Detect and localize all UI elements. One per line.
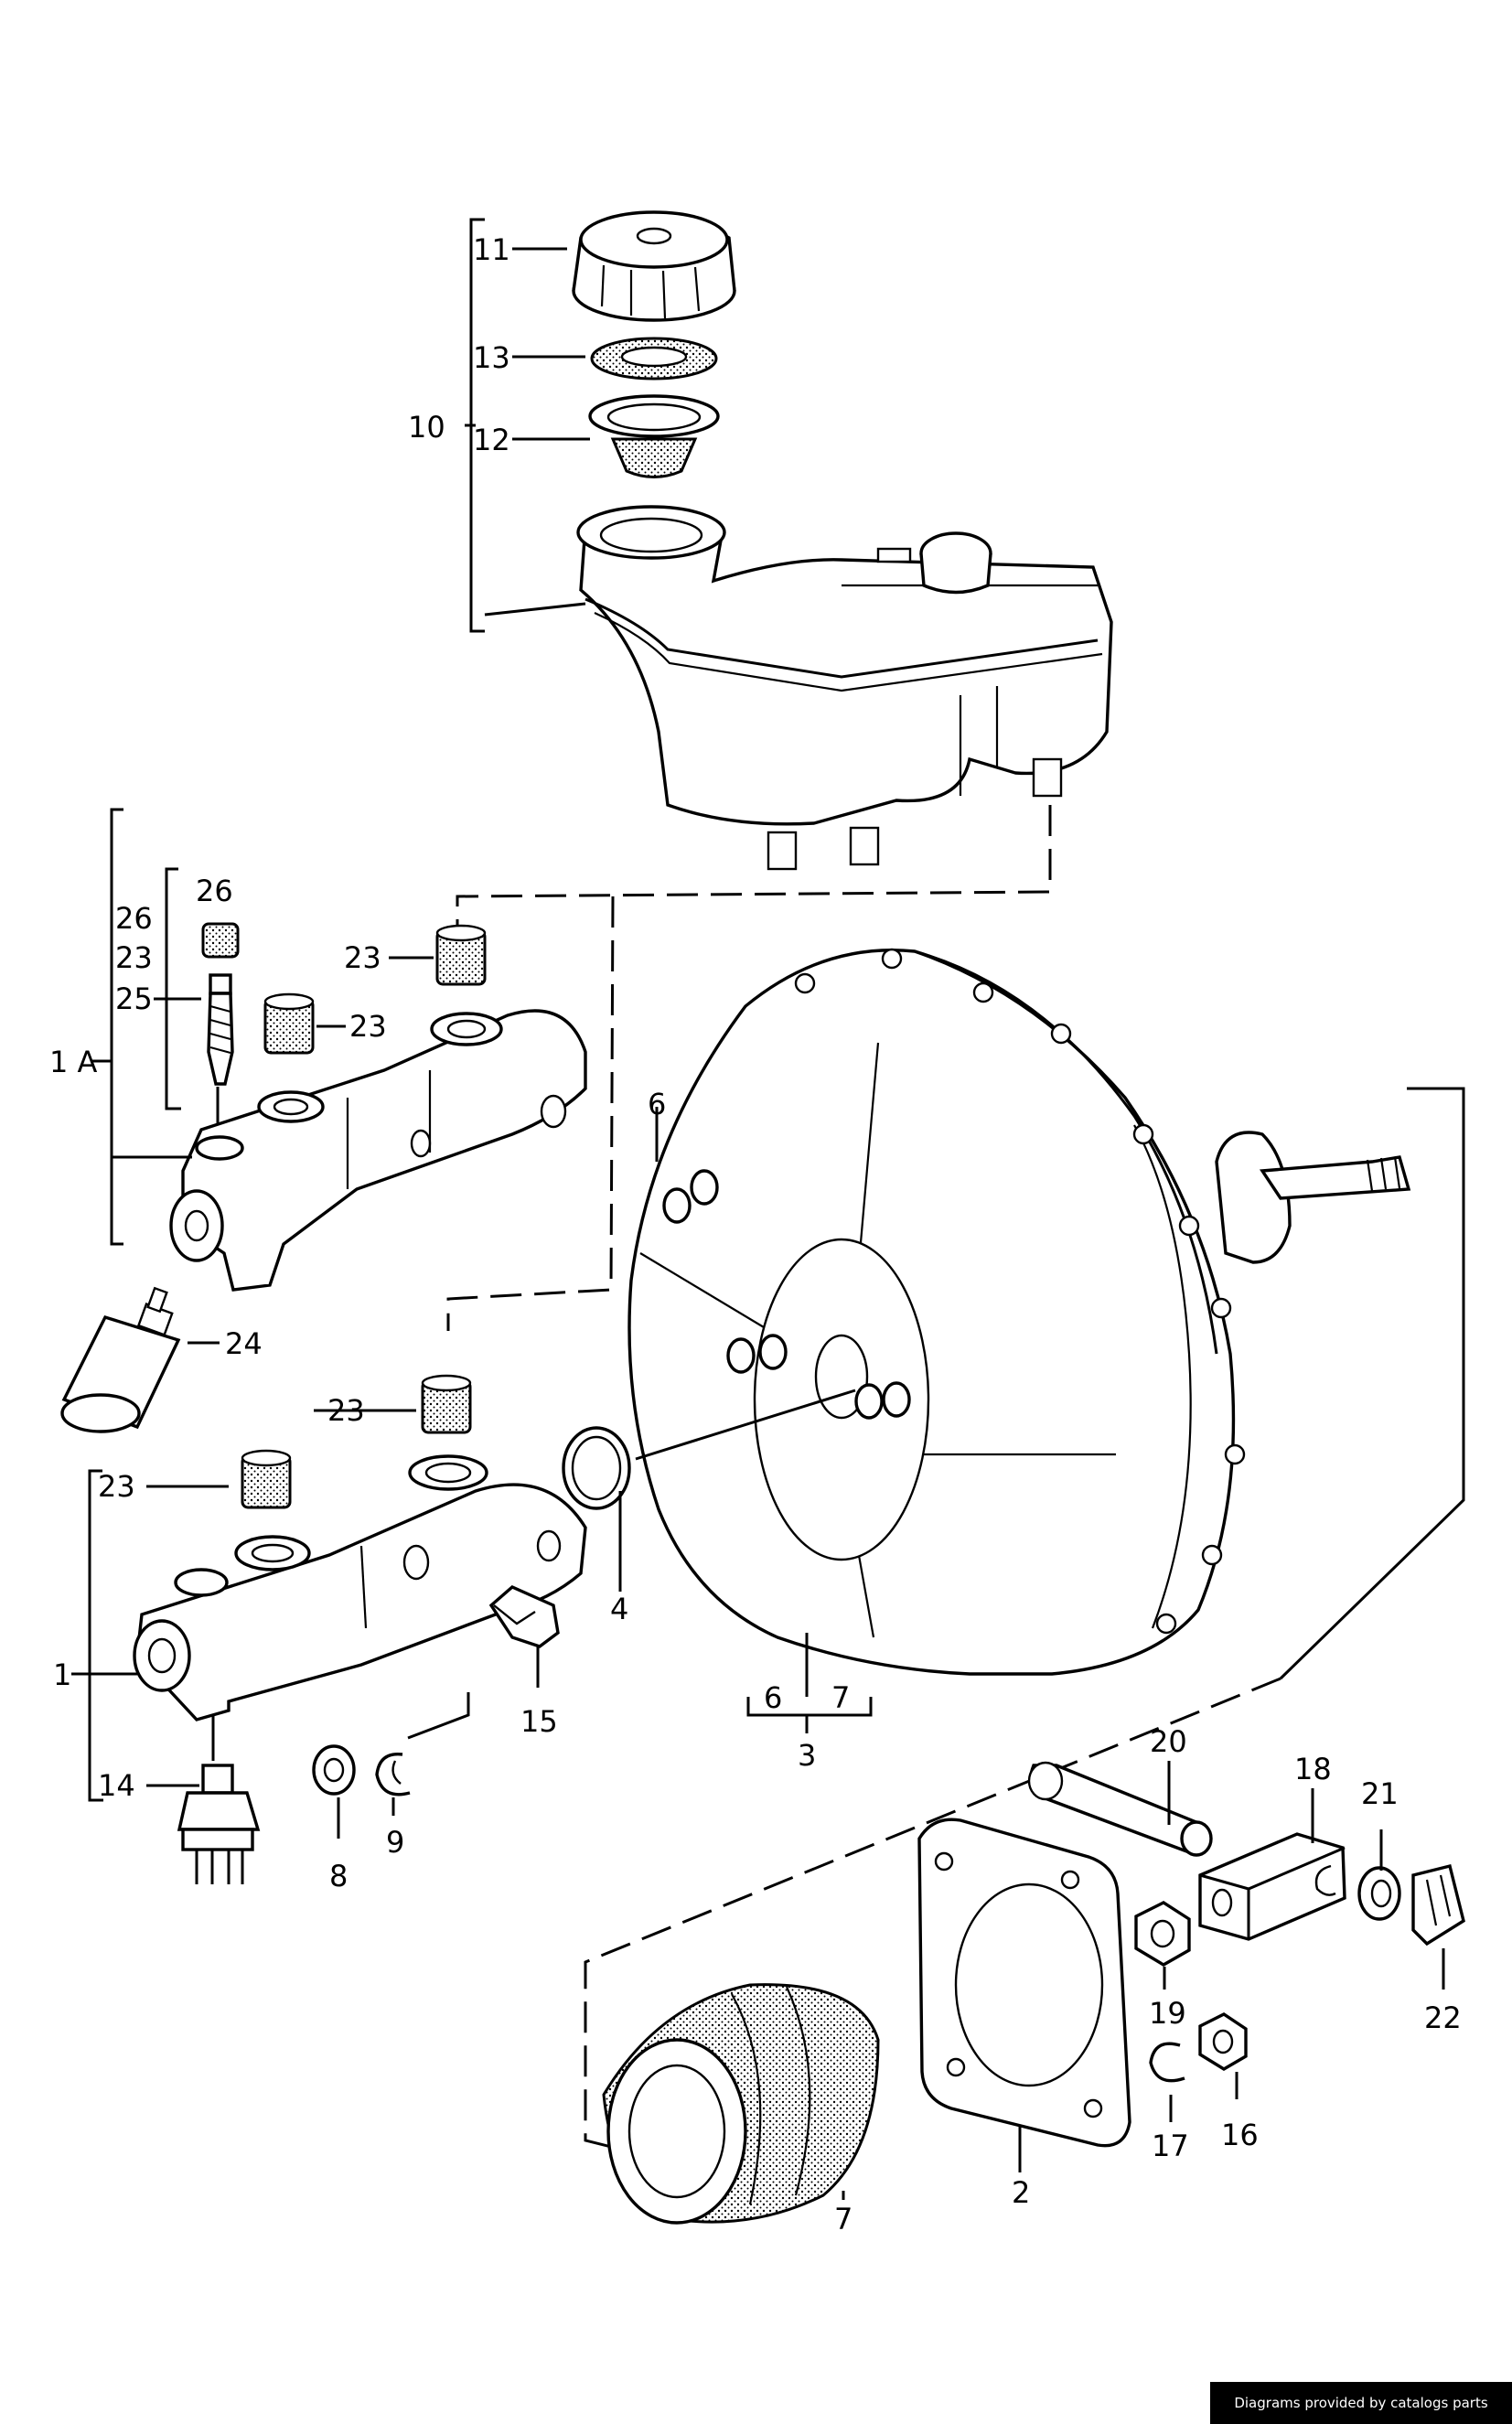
strainer	[588, 394, 720, 478]
nut-19	[1134, 1901, 1191, 1967]
label-10: 10	[408, 410, 445, 445]
nut-8	[312, 1744, 356, 1796]
cap-plug-upper-1	[435, 924, 487, 986]
label-23-upper-1: 23	[344, 940, 381, 975]
clevis-18	[1198, 1832, 1346, 1941]
washer-21	[1357, 1866, 1401, 1921]
label-15: 15	[520, 1704, 558, 1739]
label-4: 4	[610, 1592, 628, 1626]
label-6-upper: 6	[648, 1087, 666, 1121]
label-17: 17	[1152, 2129, 1189, 2163]
clip-22	[1411, 1863, 1465, 1947]
label-14: 14	[98, 1768, 135, 1803]
label-18: 18	[1294, 1752, 1332, 1786]
label-7-upper: 7	[831, 1680, 850, 1715]
label-7-lower: 7	[834, 2202, 853, 2236]
reservoir-cap	[572, 210, 736, 322]
master-cylinder-upper	[169, 1009, 587, 1292]
credit-banner: Diagrams provided by catalogs parts	[1210, 2382, 1512, 2424]
label-21: 21	[1361, 1776, 1399, 1811]
label-26-top: 26	[196, 874, 233, 908]
label-19: 19	[1149, 1996, 1186, 2031]
callout-lines-lower-cylinder	[71, 1409, 540, 1839]
label-24: 24	[225, 1326, 263, 1361]
pressure-switch-24	[60, 1286, 181, 1433]
o-ring-4	[562, 1426, 631, 1510]
label-25: 25	[115, 981, 153, 1016]
reservoir-tank	[576, 505, 1113, 871]
callout-lines-reservoir	[465, 218, 590, 633]
bleeder-valve	[201, 922, 240, 1086]
nut-16	[1198, 2012, 1248, 2071]
gasket-2	[917, 1818, 1131, 2148]
cap-plug-upper-2	[263, 992, 315, 1055]
lock-washer-17	[1149, 2042, 1185, 2083]
label-23-stack: 23	[115, 940, 153, 975]
callout-lines-lower-right	[842, 1761, 1445, 2200]
cap-plug-lower-1	[421, 1374, 472, 1434]
label-26: 26	[115, 901, 153, 936]
callout-lines-booster	[618, 1087, 1465, 1733]
bolt-15	[488, 1585, 560, 1648]
callout-labels: 11 13 10 12 26 26 23 25 1 A 23 23 6 24 2…	[49, 232, 1462, 2236]
label-16: 16	[1221, 2118, 1259, 2152]
label-8: 8	[329, 1859, 348, 1893]
label-13: 13	[473, 340, 510, 375]
brake-booster	[627, 948, 1411, 1676]
cap-plug-lower-2	[241, 1449, 292, 1509]
label-1: 1	[53, 1657, 71, 1692]
hose-routing-lower	[584, 1677, 1281, 2151]
boot-7	[602, 1983, 880, 2225]
cap-seal	[590, 337, 718, 381]
label-23-lower-1: 23	[327, 1393, 365, 1428]
label-3: 3	[798, 1738, 816, 1773]
pin-20	[1027, 1761, 1213, 1857]
label-22: 22	[1424, 2000, 1462, 2035]
label-23-upper-2: 23	[349, 1009, 387, 1044]
label-11: 11	[473, 232, 510, 267]
hose-routing-lines	[446, 805, 1052, 1331]
label-1A: 1 A	[49, 1045, 98, 1079]
label-2: 2	[1012, 2175, 1030, 2210]
label-23-lower-2: 23	[98, 1469, 135, 1504]
pressure-switch-14	[177, 1764, 261, 1884]
lock-washer-9	[375, 1752, 411, 1797]
label-6-lower: 6	[764, 1680, 782, 1715]
label-20: 20	[1150, 1724, 1187, 1759]
label-12: 12	[473, 423, 510, 457]
master-cylinder-lower	[133, 1454, 587, 1721]
label-9: 9	[386, 1825, 404, 1860]
callout-lines-upper-cylinder	[91, 808, 434, 1345]
